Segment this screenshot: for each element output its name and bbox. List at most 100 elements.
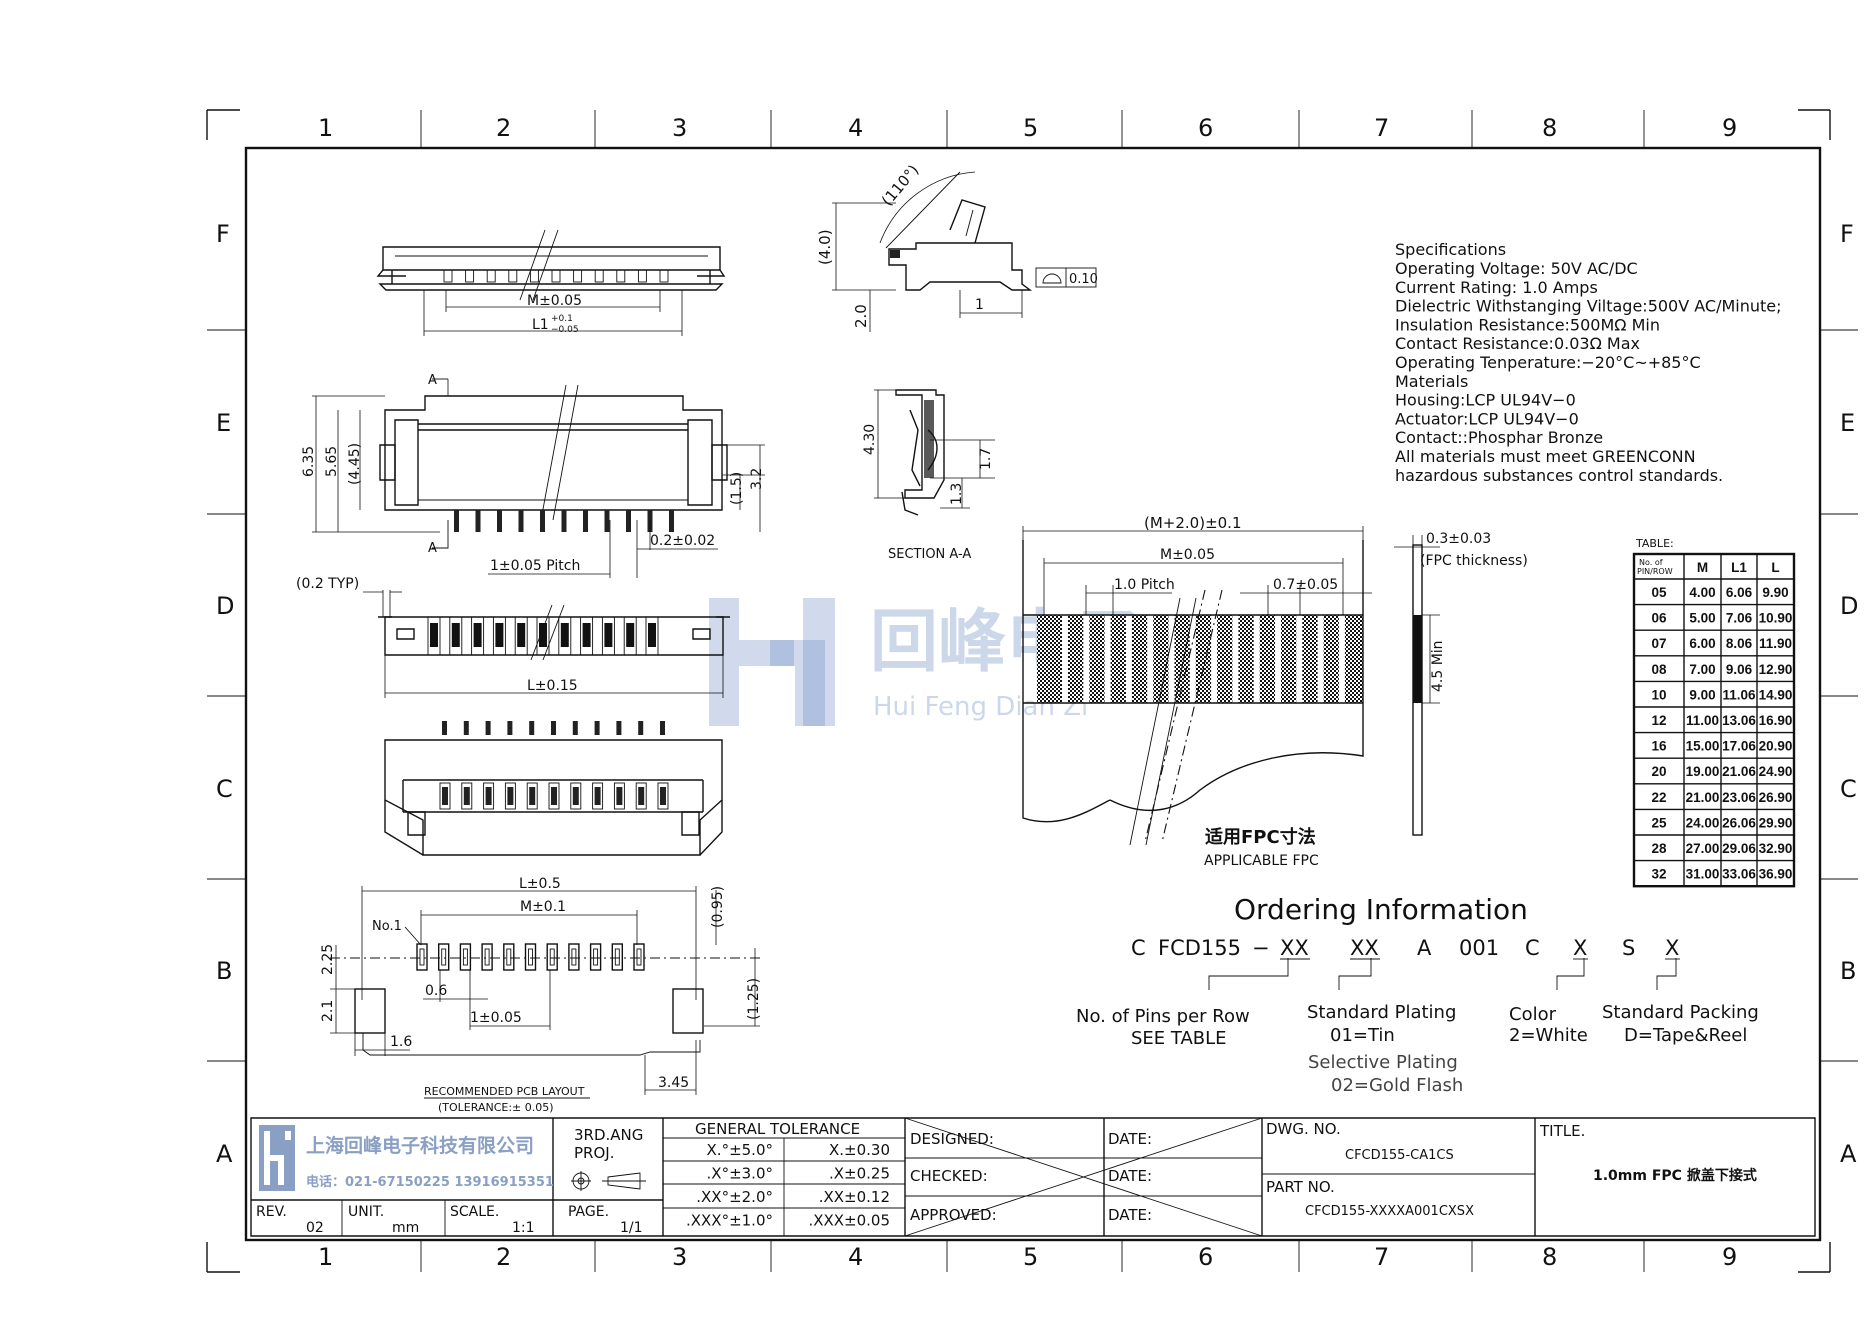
zone-row-right: D xyxy=(1840,592,1858,620)
dim-fpc-total: (M+2.0)±0.1 xyxy=(1144,514,1242,532)
dim-side-flatness: 0.10 xyxy=(1069,272,1098,287)
dim-front-565: 5.65 xyxy=(324,446,340,477)
fpc-title-en: APPLICABLE FPC xyxy=(1204,853,1319,869)
ordering-code-segment: S xyxy=(1622,936,1635,960)
section-mark-top: A xyxy=(428,373,437,388)
dim-front-32: 3.2 xyxy=(749,468,765,490)
zone-row-left: F xyxy=(216,220,230,248)
projection-label-2: PROJ. xyxy=(574,1144,614,1162)
table-cell: 10 xyxy=(1651,687,1666,702)
table-cell: 06 xyxy=(1651,611,1667,626)
company-name: 上海回峰电子科技有限公司 xyxy=(306,1134,534,1157)
dim-section-430: 4.30 xyxy=(862,424,878,455)
table-cell: 9.00 xyxy=(1689,687,1715,702)
dim-side-angle: (110°) xyxy=(878,161,923,209)
dim-section-13: 1.3 xyxy=(949,483,965,505)
table-header-m: M xyxy=(1697,560,1708,575)
rev-label: REV. xyxy=(256,1204,287,1220)
approved-date-label: DATE: xyxy=(1108,1206,1152,1224)
dim-top-l1-minus: −0.05 xyxy=(551,325,579,335)
ordering-pins-sub: SEE TABLE xyxy=(1131,1028,1227,1049)
zone-row-left: C xyxy=(216,775,233,803)
zone-row-right: F xyxy=(1840,220,1854,248)
general-tolerance-label: GENERAL TOLERANCE xyxy=(695,1120,860,1138)
zone-col-top: 1 xyxy=(318,114,333,142)
designed-label: DESIGNED: xyxy=(910,1130,994,1148)
dim-top-m: M±0.05 xyxy=(527,293,582,309)
table-cell: 26.90 xyxy=(1759,790,1793,805)
spec-line: Operating Tenperature:−20°C~+85°C xyxy=(1395,353,1701,372)
table-cell: 31.00 xyxy=(1686,867,1720,882)
ordering-code-segment: X xyxy=(1573,936,1587,960)
dim-pcb-225: 2.25 xyxy=(320,944,336,975)
dwg-no-value: CFCD155-CA1CS xyxy=(1345,1148,1454,1163)
zone-col-bottom: 3 xyxy=(672,1243,687,1271)
ordering-plating-label: Standard Plating xyxy=(1307,1002,1456,1023)
unit-label: UNIT. xyxy=(348,1204,384,1220)
table-cell: 21.06 xyxy=(1722,764,1756,779)
table-header-pins: No. of xyxy=(1639,558,1663,567)
zone-col-top: 6 xyxy=(1198,114,1213,142)
ordering-code-segment: − xyxy=(1252,936,1270,960)
ordering-code-segment: XX xyxy=(1280,936,1309,960)
ordering-code-segment: XX xyxy=(1350,936,1379,960)
dim-fpc-pitch: 1.0 Pitch xyxy=(1114,577,1175,593)
checked-label: CHECKED: xyxy=(910,1167,988,1185)
table-cell: 8.06 xyxy=(1726,636,1753,651)
tolerance-angle: .XXX°±1.0° xyxy=(686,1212,773,1230)
dim-fpc-width: 0.7±0.05 xyxy=(1273,577,1338,593)
table-cell: 23.06 xyxy=(1722,790,1756,805)
dim-fpc-thickness: 0.3±0.03 xyxy=(1426,531,1491,547)
ordering-title: Ordering Information xyxy=(1234,893,1528,926)
ordering-selective-label: Selective Plating xyxy=(1308,1052,1458,1073)
dim-fpc-m: M±0.05 xyxy=(1160,547,1215,563)
part-no-value: CFCD155-XXXXA001CXSX xyxy=(1305,1204,1474,1219)
spec-line: hazardous substances control standards. xyxy=(1395,466,1723,485)
tolerance-linear: .X±0.25 xyxy=(829,1165,890,1183)
scale-value: 1:1 xyxy=(512,1220,535,1236)
dim-pcb-095: (0.95) xyxy=(710,886,726,928)
table-cell: 16.90 xyxy=(1759,713,1793,728)
pcb-no1-label: No.1 xyxy=(372,919,402,934)
zone-col-bottom: 4 xyxy=(848,1243,863,1271)
table-cell: 32.90 xyxy=(1759,841,1793,856)
table-cell: 29.90 xyxy=(1759,815,1793,830)
zone-col-bottom: 5 xyxy=(1023,1243,1038,1271)
spec-line: Actuator:LCP UL94V−0 xyxy=(1395,409,1579,428)
zone-row-left: B xyxy=(216,957,232,985)
dim-front-pinw: 0.2±0.02 xyxy=(650,533,715,549)
pcb-caption: RECOMMENDED PCB LAYOUT xyxy=(424,1085,585,1098)
side-view: (110°) (4.0) 2.0 1 0.10 xyxy=(816,161,1098,332)
tolerance-linear: .XX±0.12 xyxy=(819,1188,890,1206)
zone-col-top: 2 xyxy=(496,114,511,142)
iso-view xyxy=(384,721,723,856)
table-cell: 5.00 xyxy=(1689,611,1715,626)
zone-row-left: A xyxy=(216,1140,233,1168)
spec-line: Contact Resistance:0.03Ω Max xyxy=(1395,334,1640,353)
table-cell: 9.06 xyxy=(1726,662,1753,677)
zone-col-bottom: 2 xyxy=(496,1243,511,1271)
ordering-packing-label: Standard Packing xyxy=(1602,1002,1759,1023)
zone-row-right: B xyxy=(1840,957,1856,985)
checked-date-label: DATE: xyxy=(1108,1167,1152,1185)
dim-pcb-16: 1.6 xyxy=(390,1034,412,1050)
top-view: M±0.05 L1 +0.1 −0.05 xyxy=(376,229,726,336)
zone-col-top: 7 xyxy=(1374,114,1389,142)
table-cell: 9.90 xyxy=(1762,585,1788,600)
spec-line: Insulation Resistance:500MΩ Min xyxy=(1395,315,1660,334)
table-cell: 4.00 xyxy=(1689,585,1715,600)
ordering-pins-label: No. of Pins per Row xyxy=(1076,1006,1250,1027)
table-header-l1: L1 xyxy=(1731,560,1747,575)
table-cell: 24.00 xyxy=(1686,815,1720,830)
table-cell: 7.06 xyxy=(1726,611,1753,626)
dim-front-15: (1.5) xyxy=(729,472,745,505)
dim-section-17: 1.7 xyxy=(978,448,994,470)
unit-value: mm xyxy=(392,1220,419,1236)
table-cell: 26.06 xyxy=(1722,815,1756,830)
pcb-layout: L±0.5 M±0.1 No.1 (0.95) 2.25 2.1 0.6 1±0… xyxy=(320,876,762,1114)
watermark-logo-icon xyxy=(709,598,835,726)
table-cell: 29.06 xyxy=(1722,841,1756,856)
zone-row-left: D xyxy=(216,592,234,620)
